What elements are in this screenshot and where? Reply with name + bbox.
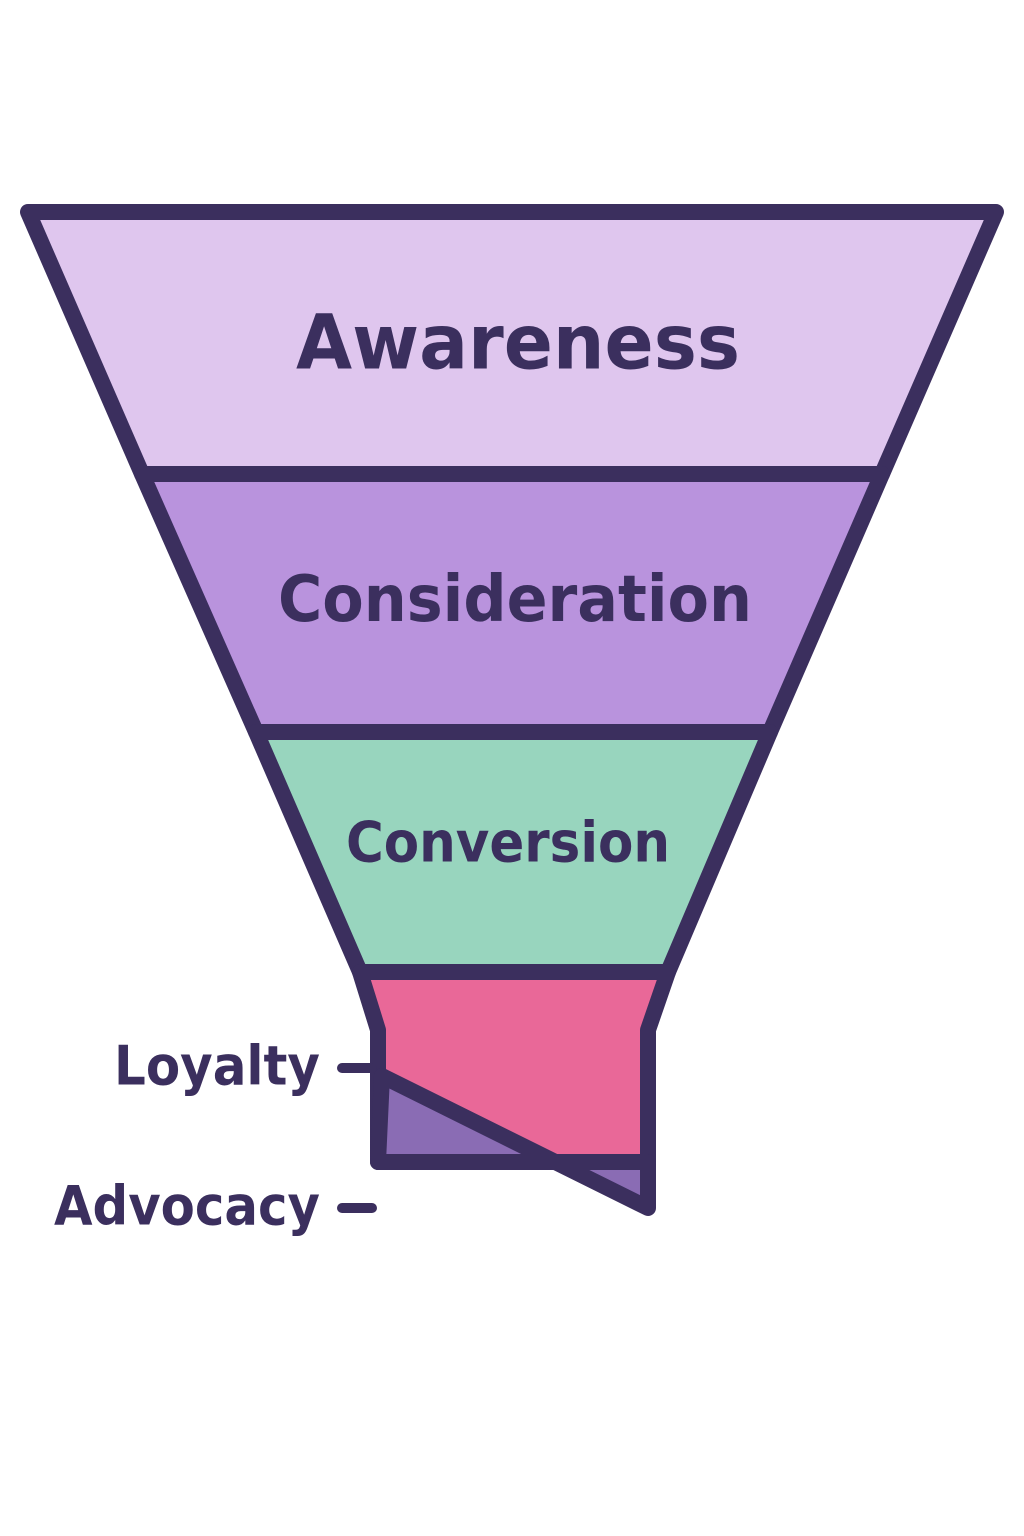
stage-consideration: Consideration	[134, 466, 890, 740]
stage-consideration-label: Consideration	[278, 563, 752, 637]
side-label-loyalty: Loyalty	[114, 1035, 377, 1098]
stage-advocacy-band	[370, 1068, 656, 1216]
side-label-advocacy: Advocacy	[54, 1175, 377, 1238]
stage-awareness: Awareness	[20, 204, 1004, 482]
stage-conversion-label: Conversion	[346, 811, 670, 876]
advocacy-label: Advocacy	[54, 1175, 320, 1238]
stage-conversion: Conversion	[248, 724, 778, 980]
stage-awareness-label: Awareness	[296, 298, 740, 387]
loyalty-label: Loyalty	[114, 1035, 320, 1098]
stage-advocacy	[370, 1068, 656, 1216]
